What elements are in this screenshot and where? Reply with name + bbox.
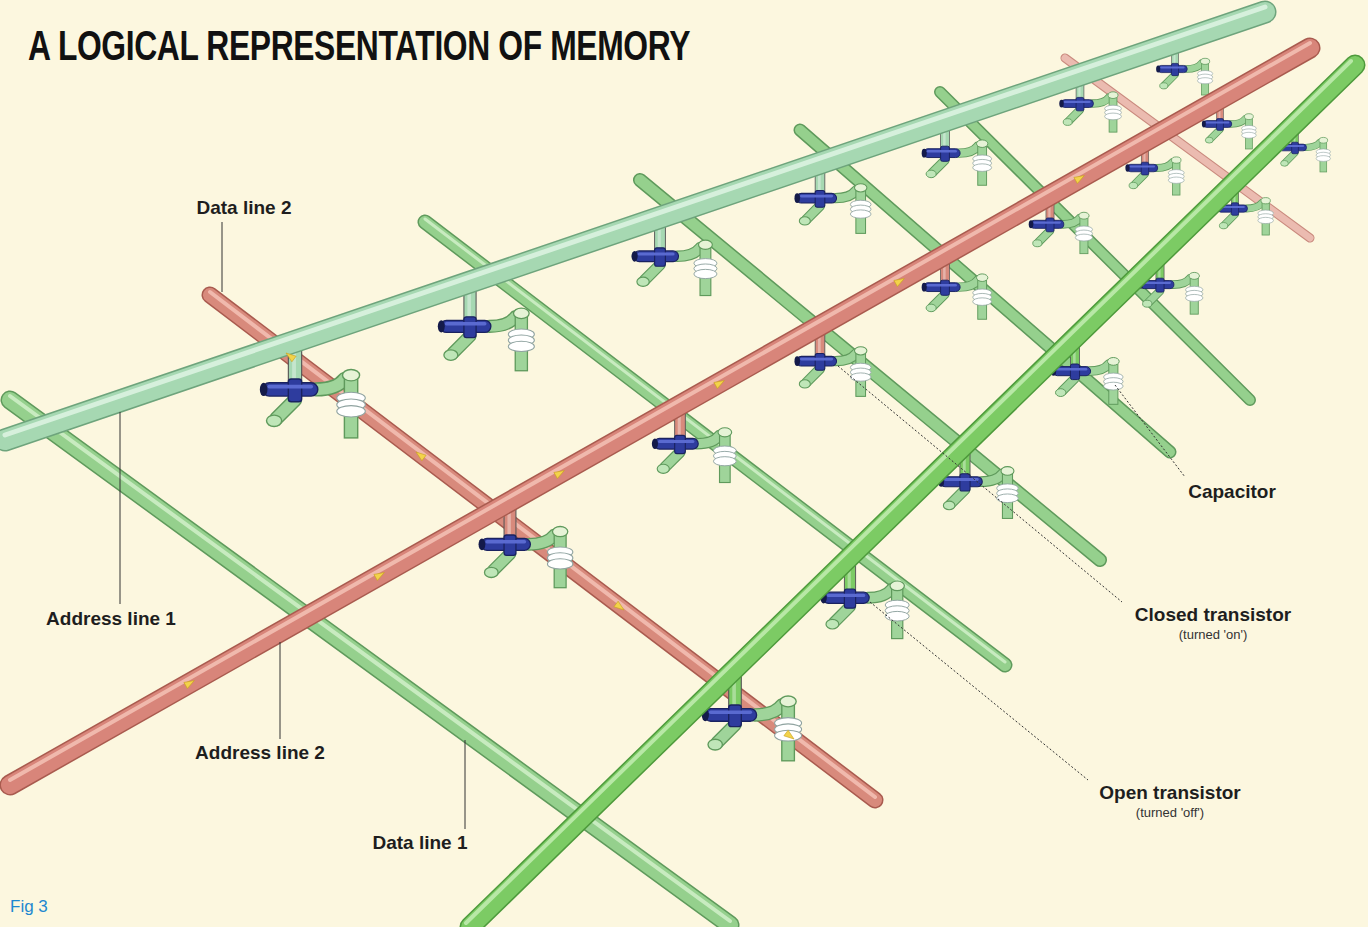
leader-line	[222, 222, 223, 292]
data-line-pipe	[940, 92, 1250, 400]
line-label: Address line 2	[195, 742, 325, 764]
diagram-title: A LOGICAL REPRESENTATION OF MEMORY	[28, 22, 690, 70]
flow-arrow	[554, 467, 566, 478]
pipe-highlight	[5, 7, 1265, 435]
address-line-pipe	[5, 12, 1265, 440]
flow-arrow	[894, 275, 906, 286]
figure-caption: Fig 3	[10, 897, 48, 917]
address-line-pipe	[5, 12, 1265, 440]
state-note: (turned 'on')	[1179, 628, 1248, 643]
address-line-pipes	[5, 7, 1355, 927]
data-line-pipes	[10, 58, 1310, 925]
pipe-highlight	[10, 43, 1310, 780]
part-label: Closed transistor	[1135, 604, 1291, 626]
flow-arrow	[784, 730, 796, 742]
leader-line	[1115, 385, 1185, 477]
leader-line	[120, 412, 121, 604]
active-address-line-pipe	[10, 48, 1310, 785]
flow-arrow	[414, 449, 426, 461]
address-line-pipe	[470, 65, 1355, 927]
flow-arrow	[714, 377, 726, 388]
data-line-pipe	[940, 92, 1250, 400]
pipe-highlight	[425, 219, 1005, 662]
active-address-line-pipe	[10, 48, 1310, 785]
pipe-highlight	[210, 292, 875, 797]
leader-line	[838, 366, 1122, 602]
flow-arrow	[184, 677, 196, 688]
pipe-highlight	[10, 396, 730, 921]
line-label: Data line 2	[196, 197, 291, 219]
line-label: Data line 1	[372, 832, 467, 854]
flow-arrow	[614, 601, 626, 613]
pipe-highlight	[466, 61, 1351, 923]
active-data-line-pipe	[210, 295, 875, 800]
data-line-pipe	[425, 222, 1005, 665]
part-label: Open transistor	[1099, 782, 1240, 804]
data-line-pipe	[10, 400, 730, 925]
leader-line	[870, 602, 1088, 780]
data-line-pipe	[425, 222, 1005, 665]
flow-arrow	[374, 569, 386, 580]
flow-arrows	[184, 172, 1086, 741]
leader-lines	[120, 222, 1185, 829]
data-line-pipe	[10, 400, 730, 925]
memory-cells	[260, 42, 1331, 761]
leader-line	[465, 740, 466, 829]
state-note: (turned 'off')	[1136, 806, 1204, 821]
line-label: Address line 1	[46, 608, 176, 630]
leader-line	[280, 642, 281, 739]
flow-arrow	[284, 350, 296, 362]
flow-arrow	[1074, 172, 1086, 183]
active-data-line-pipe	[210, 295, 875, 800]
part-label: Capacitor	[1188, 481, 1276, 503]
address-line-pipe	[470, 65, 1355, 927]
